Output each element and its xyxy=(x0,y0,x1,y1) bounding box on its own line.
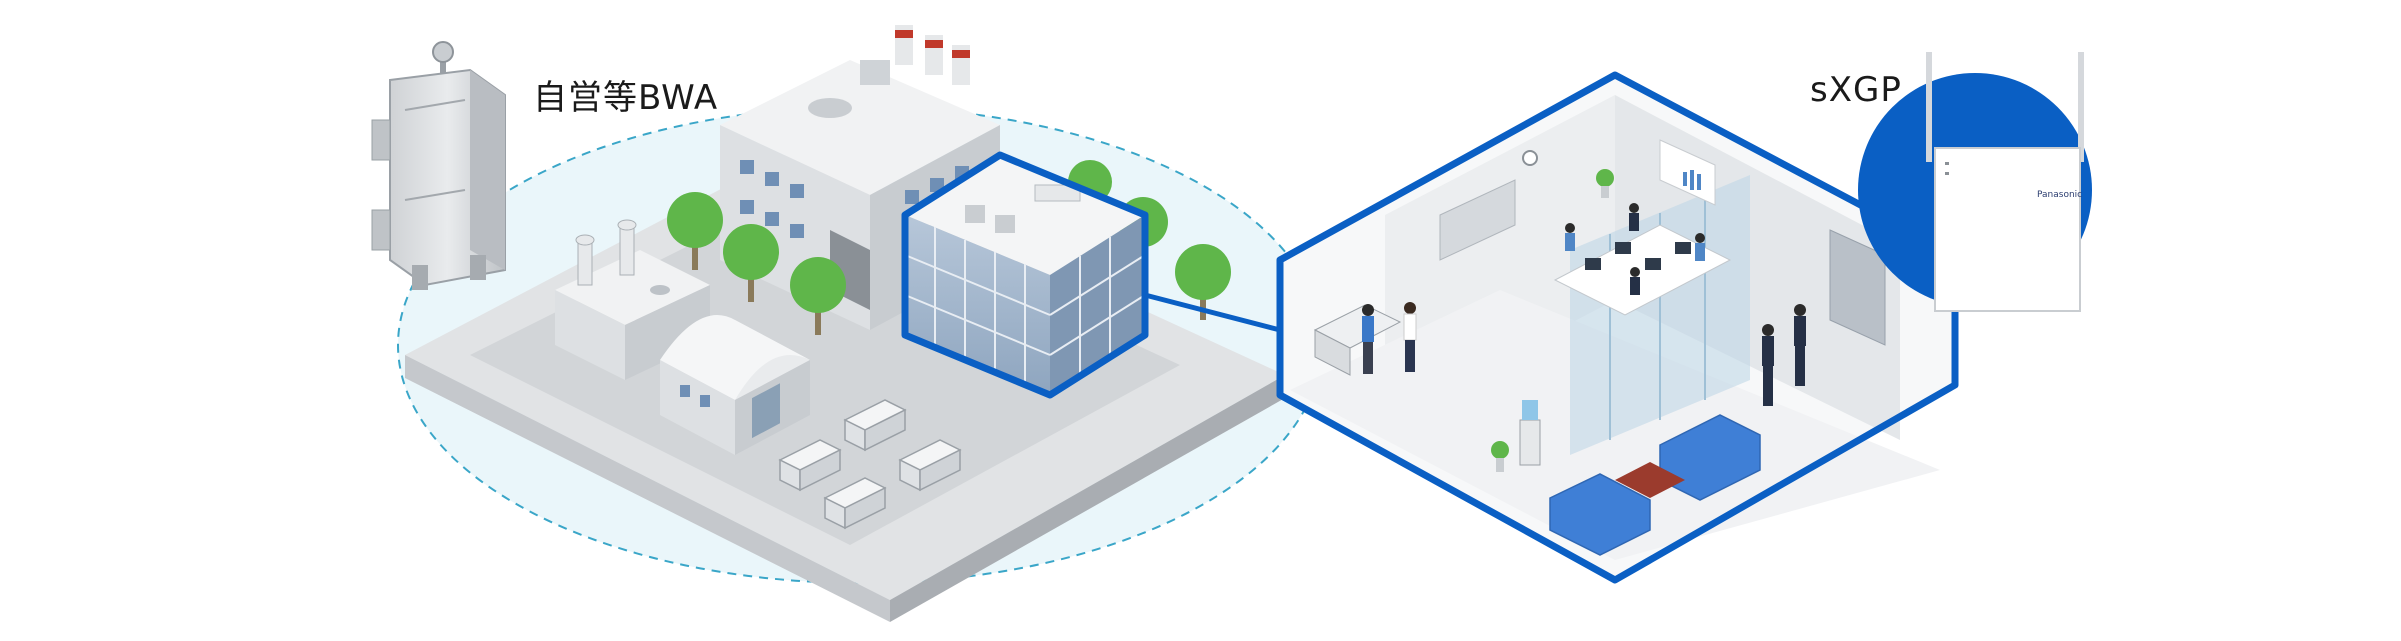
device-brand-text: Panasonic xyxy=(2037,190,2082,200)
office-room-cutaway xyxy=(1276,71,1959,584)
bwa-label: 自営等BWA xyxy=(533,78,719,118)
warehouse xyxy=(660,315,810,455)
zoom-connector-line xyxy=(1144,292,1281,333)
sxgp-access-point-icon: Panasonic xyxy=(1858,52,2092,312)
trucks xyxy=(778,399,962,530)
highlighted-office-building xyxy=(901,151,1149,399)
utility-building xyxy=(555,219,710,380)
office-people xyxy=(1362,203,1806,406)
bwa-base-station-icon xyxy=(371,41,506,290)
sxgp-label: sXGP xyxy=(1810,70,1902,110)
